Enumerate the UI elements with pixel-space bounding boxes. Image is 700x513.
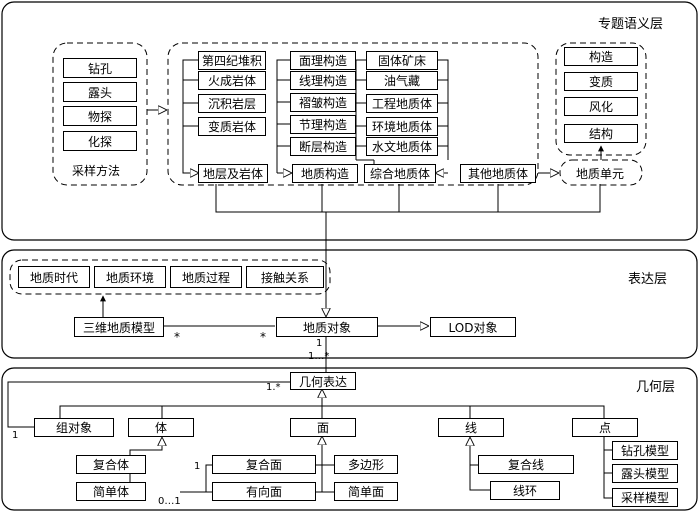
- composite-oilgas-box: 油气藏: [366, 71, 438, 90]
- strata-sedimentary-box: 沉积岩层: [198, 94, 266, 113]
- simple-surface-box: 简单面: [334, 482, 398, 501]
- unit-main-frame: [559, 159, 643, 186]
- composite-environment-box: 环境地质体: [366, 117, 438, 136]
- structure-fault-box: 断层构造: [290, 137, 356, 156]
- volume-box: 体: [128, 418, 194, 437]
- face-mult-label: 1: [194, 461, 201, 472]
- lod-object-box: LOD对象: [430, 317, 516, 337]
- model-3d-box: 三维地质模型: [74, 317, 164, 337]
- borehole-model-box: 钻孔模型: [612, 441, 678, 460]
- sampling-geochem-box: 化探: [63, 131, 137, 151]
- group-object-box: 组对象: [34, 418, 114, 437]
- oriented-surface-box: 有向面: [212, 482, 316, 501]
- geological-structure-box: 地质构造: [292, 164, 358, 183]
- linear-ring-box: 线环: [490, 481, 560, 500]
- structure-foliation-box: 面理构造: [290, 51, 356, 70]
- outcrop-model-box: 露头模型: [612, 464, 678, 483]
- composite-line-box: 复合线: [478, 455, 574, 474]
- subject-group: [167, 42, 539, 186]
- expression-layer-frame: [1, 249, 698, 359]
- strata-igneous-box: 火成岩体: [198, 71, 266, 90]
- polygon-box: 多边形: [334, 455, 398, 474]
- geometry-layer-title: 几何层: [636, 380, 676, 395]
- unit-metamorphism-box: 变质: [564, 72, 638, 91]
- attr-contact-box: 接触关系: [246, 266, 324, 288]
- composite-surface-box: 复合面: [212, 455, 316, 474]
- unit-structure-box: 构造: [564, 47, 638, 66]
- point-box: 点: [572, 418, 638, 437]
- line-box: 线: [438, 418, 504, 437]
- sampling-method-label: 采样方法: [72, 164, 121, 178]
- star-b-label: *: [260, 330, 266, 344]
- composite-hydro-box: 水文地质体: [366, 137, 438, 156]
- unit-weathering-box: 风化: [564, 97, 638, 116]
- strata-quaternary-box: 第四纪堆积: [198, 51, 266, 70]
- strata-rock-box: 地层及岩体: [198, 164, 268, 183]
- surface-box: 面: [290, 418, 356, 437]
- attributes-group: [9, 259, 331, 295]
- sampling-outcrop-box: 露头: [63, 82, 137, 102]
- geometry-layer-frame: [1, 367, 698, 511]
- geometry-mult-label: 1.*: [266, 382, 281, 393]
- composite-engineering-box: 工程地质体: [366, 94, 438, 113]
- attr-age-box: 地质时代: [18, 266, 90, 288]
- sampling-group: [52, 42, 148, 186]
- geometry-expr-box: 几何表达: [290, 372, 356, 390]
- expression-layer-title: 表达层: [628, 272, 668, 287]
- attr-environment-box: 地质环境: [94, 266, 166, 288]
- composite-volume-box: 复合体: [76, 455, 146, 474]
- strata-metamorphic-box: 变质岩体: [198, 117, 266, 136]
- composite-mineral-box: 固体矿床: [366, 51, 438, 70]
- structure-fold-box: 褶皱构造: [290, 93, 356, 112]
- group-mult-label: 1: [12, 430, 19, 441]
- sample-model-box: 采样模型: [612, 488, 678, 507]
- attr-process-box: 地质过程: [170, 266, 242, 288]
- sampling-geophysics-box: 物探: [63, 106, 137, 126]
- unit-texture-box: 结构: [564, 124, 638, 143]
- geological-unit-label: 地质单元: [576, 167, 625, 181]
- structure-joint-box: 节理构造: [290, 115, 356, 134]
- geo-object-box: 地质对象: [276, 317, 378, 337]
- semantic-layer-frame: [1, 1, 698, 241]
- mult-1n-label: 1…*: [308, 351, 330, 362]
- star-a-label: *: [174, 330, 180, 344]
- mult-1-label: 1: [316, 338, 323, 349]
- semantic-layer-title: 专题语义层: [598, 17, 664, 32]
- composite-body-box: 综合地质体: [364, 164, 436, 183]
- structure-lineation-box: 线理构造: [290, 71, 356, 90]
- other-body-box: 其他地质体: [460, 164, 536, 183]
- sampling-borehole-box: 钻孔: [63, 58, 137, 78]
- volume-mult-label: 0…1: [158, 496, 181, 507]
- simple-volume-box: 简单体: [76, 482, 146, 501]
